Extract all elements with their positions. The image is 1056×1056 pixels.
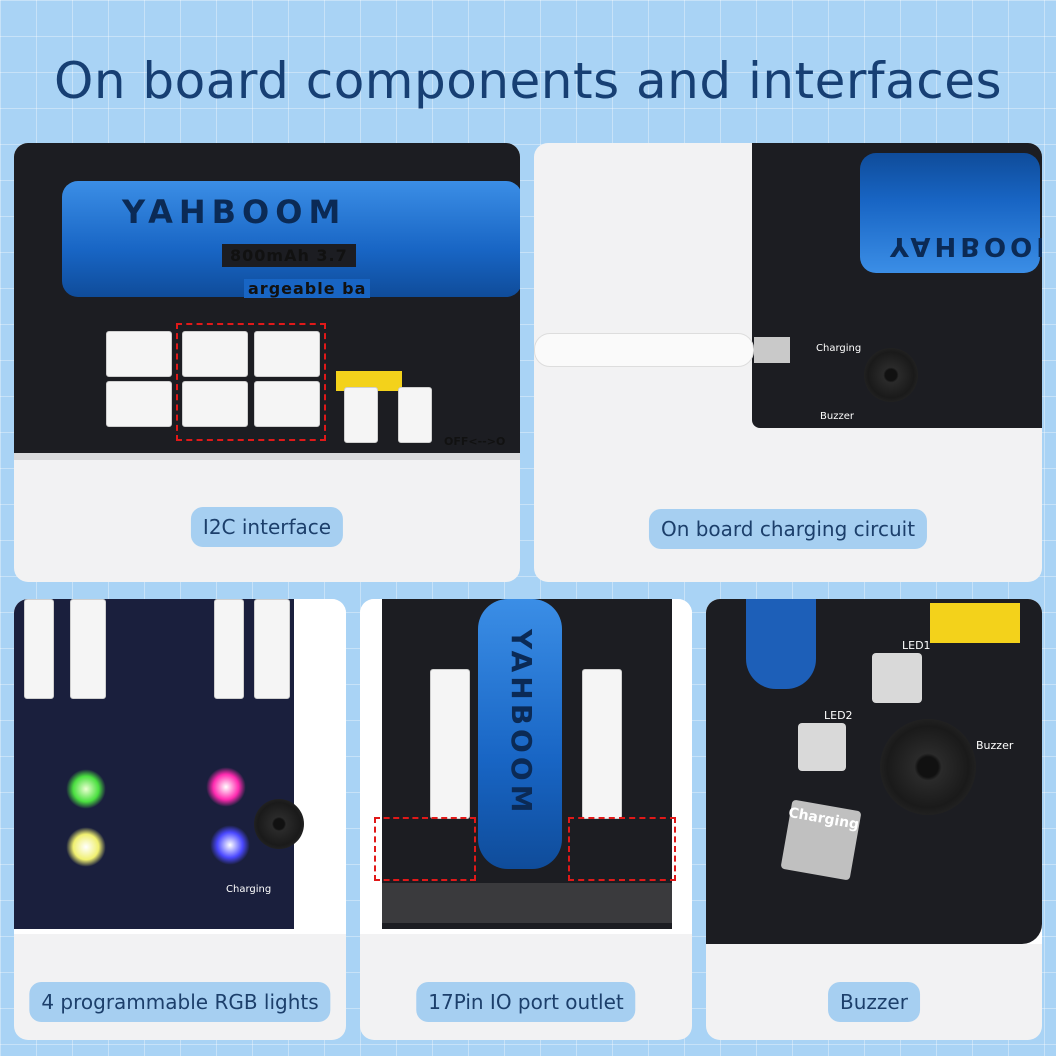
rgb-led-yellow	[66, 827, 106, 867]
battery-spec: 800mAh 3.7	[222, 244, 356, 267]
brand-text: YAHBOOM	[122, 193, 347, 231]
caption: Buzzer	[828, 982, 920, 1022]
rgb-led-pink	[206, 767, 246, 807]
board-photo: Charging LED1 LED2 Buzzer	[706, 599, 1042, 944]
rgb-led-blue	[210, 825, 250, 865]
io-right-highlight	[568, 817, 676, 881]
board-photo: YAHBOOM	[360, 599, 692, 934]
caption: 17Pin IO port outlet	[416, 982, 636, 1022]
buzzer-text: Buzzer	[820, 411, 854, 422]
brand-text: YAHBOOM	[890, 231, 1042, 261]
buzzer	[880, 719, 976, 815]
panel-buzzer: Charging LED1 LED2 Buzzer Buzzer	[706, 599, 1042, 1040]
panel-io-port: YAHBOOM 17Pin IO port outlet	[360, 599, 692, 1040]
io-left-highlight	[374, 817, 476, 881]
charging-text: Charging	[816, 343, 862, 354]
switch-label: OFF<-->O	[444, 435, 506, 448]
panel-i2c-interface: YAHBOOM 800mAh 3.7 argeable ba OFF<-->O …	[14, 143, 520, 582]
battery-note: argeable ba	[244, 279, 371, 298]
panel-charging-circuit: YAHBOOM Charging Buzzer On board chargin…	[534, 143, 1042, 582]
led1-text: LED1	[902, 639, 931, 652]
caption: 4 programmable RGB lights	[29, 982, 331, 1022]
caption: I2C interface	[190, 507, 344, 547]
charging-text: Charging	[226, 884, 272, 895]
brand-text: YAHBOOM	[505, 629, 538, 817]
board-photo: YAHBOOM Charging Buzzer	[534, 143, 1042, 443]
led2-text: LED2	[824, 709, 853, 722]
caption: On board charging circuit	[648, 509, 928, 549]
buzzer-text: Buzzer	[976, 739, 1014, 752]
panel-rgb-lights: Charging 4 programmable RGB lights	[14, 599, 346, 1040]
rgb-led-green	[66, 769, 106, 809]
i2c-highlight	[176, 323, 326, 441]
board-photo: YAHBOOM 800mAh 3.7 argeable ba OFF<-->O	[14, 143, 520, 460]
page-title: On board components and interfaces	[53, 52, 1003, 110]
board-photo: Charging	[14, 599, 346, 934]
